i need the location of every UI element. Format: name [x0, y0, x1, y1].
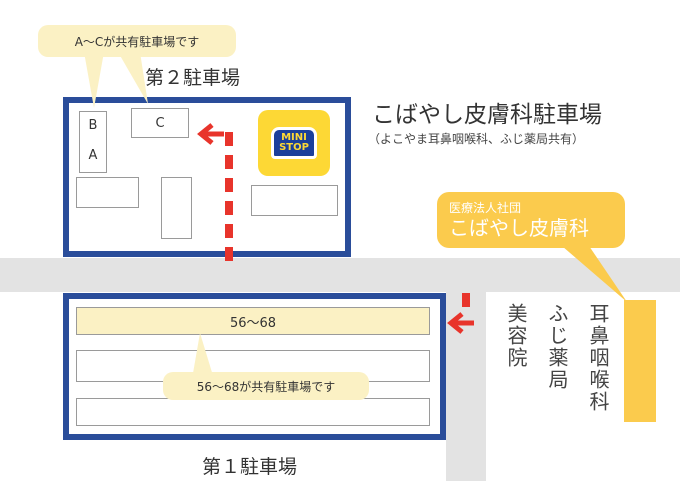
lot1-title: 第１駐車場	[202, 456, 298, 478]
ministop-logo-line2: STOP	[279, 142, 309, 153]
lot2-shared-callout: A～Cが共有駐車場です	[38, 25, 236, 57]
route-dash	[462, 293, 470, 307]
label-biyoin: 美容院	[504, 303, 528, 369]
clinic-badge: 医療法人社団 こばやし皮膚科	[437, 192, 625, 248]
clinic-name: こばやし皮膚科	[449, 216, 589, 240]
clinic-pointer	[555, 240, 627, 302]
page-subtitle: （よこやま耳鼻咽喉科、ふじ薬局共有）	[368, 132, 585, 146]
clinic-org: 医療法人社団	[449, 201, 522, 215]
route-dash	[225, 201, 233, 215]
page-title: こばやし皮膚科駐車場	[372, 102, 602, 128]
route-dash	[225, 132, 233, 146]
route-dash	[225, 178, 233, 192]
parking-row	[76, 398, 430, 426]
ministop-logo: MINI STOP	[258, 110, 330, 176]
callout-pointer	[192, 333, 214, 379]
ministop-logo-line1: MINI	[281, 132, 307, 143]
lot1-shared-callout: 56～68が共有駐車場です	[163, 372, 369, 400]
callout-pointer	[84, 52, 148, 108]
parking-space	[251, 185, 338, 216]
label-ent: 耳鼻咽喉科	[586, 303, 610, 413]
parking-space	[161, 177, 192, 239]
route-dash	[225, 247, 233, 261]
horizontal-road	[0, 258, 680, 292]
route-dash	[225, 224, 233, 238]
lot2-title: 第２駐車場	[145, 67, 241, 89]
shared-parking-row: 56～68	[76, 307, 430, 335]
left-arrow-icon	[197, 123, 224, 145]
left-arrow-icon	[447, 312, 474, 334]
clinic-building	[624, 300, 656, 422]
route-dash	[225, 155, 233, 169]
label-pharmacy: ふじ薬局	[545, 303, 569, 391]
parking-space	[76, 177, 139, 208]
vertical-road	[446, 258, 486, 481]
space-label-b: B	[88, 117, 98, 133]
ministop-logo-mark: MINI STOP	[271, 127, 317, 159]
parking-space-ba	[79, 111, 107, 173]
parking-space-c: C	[131, 108, 189, 138]
space-label-a: A	[88, 147, 98, 163]
